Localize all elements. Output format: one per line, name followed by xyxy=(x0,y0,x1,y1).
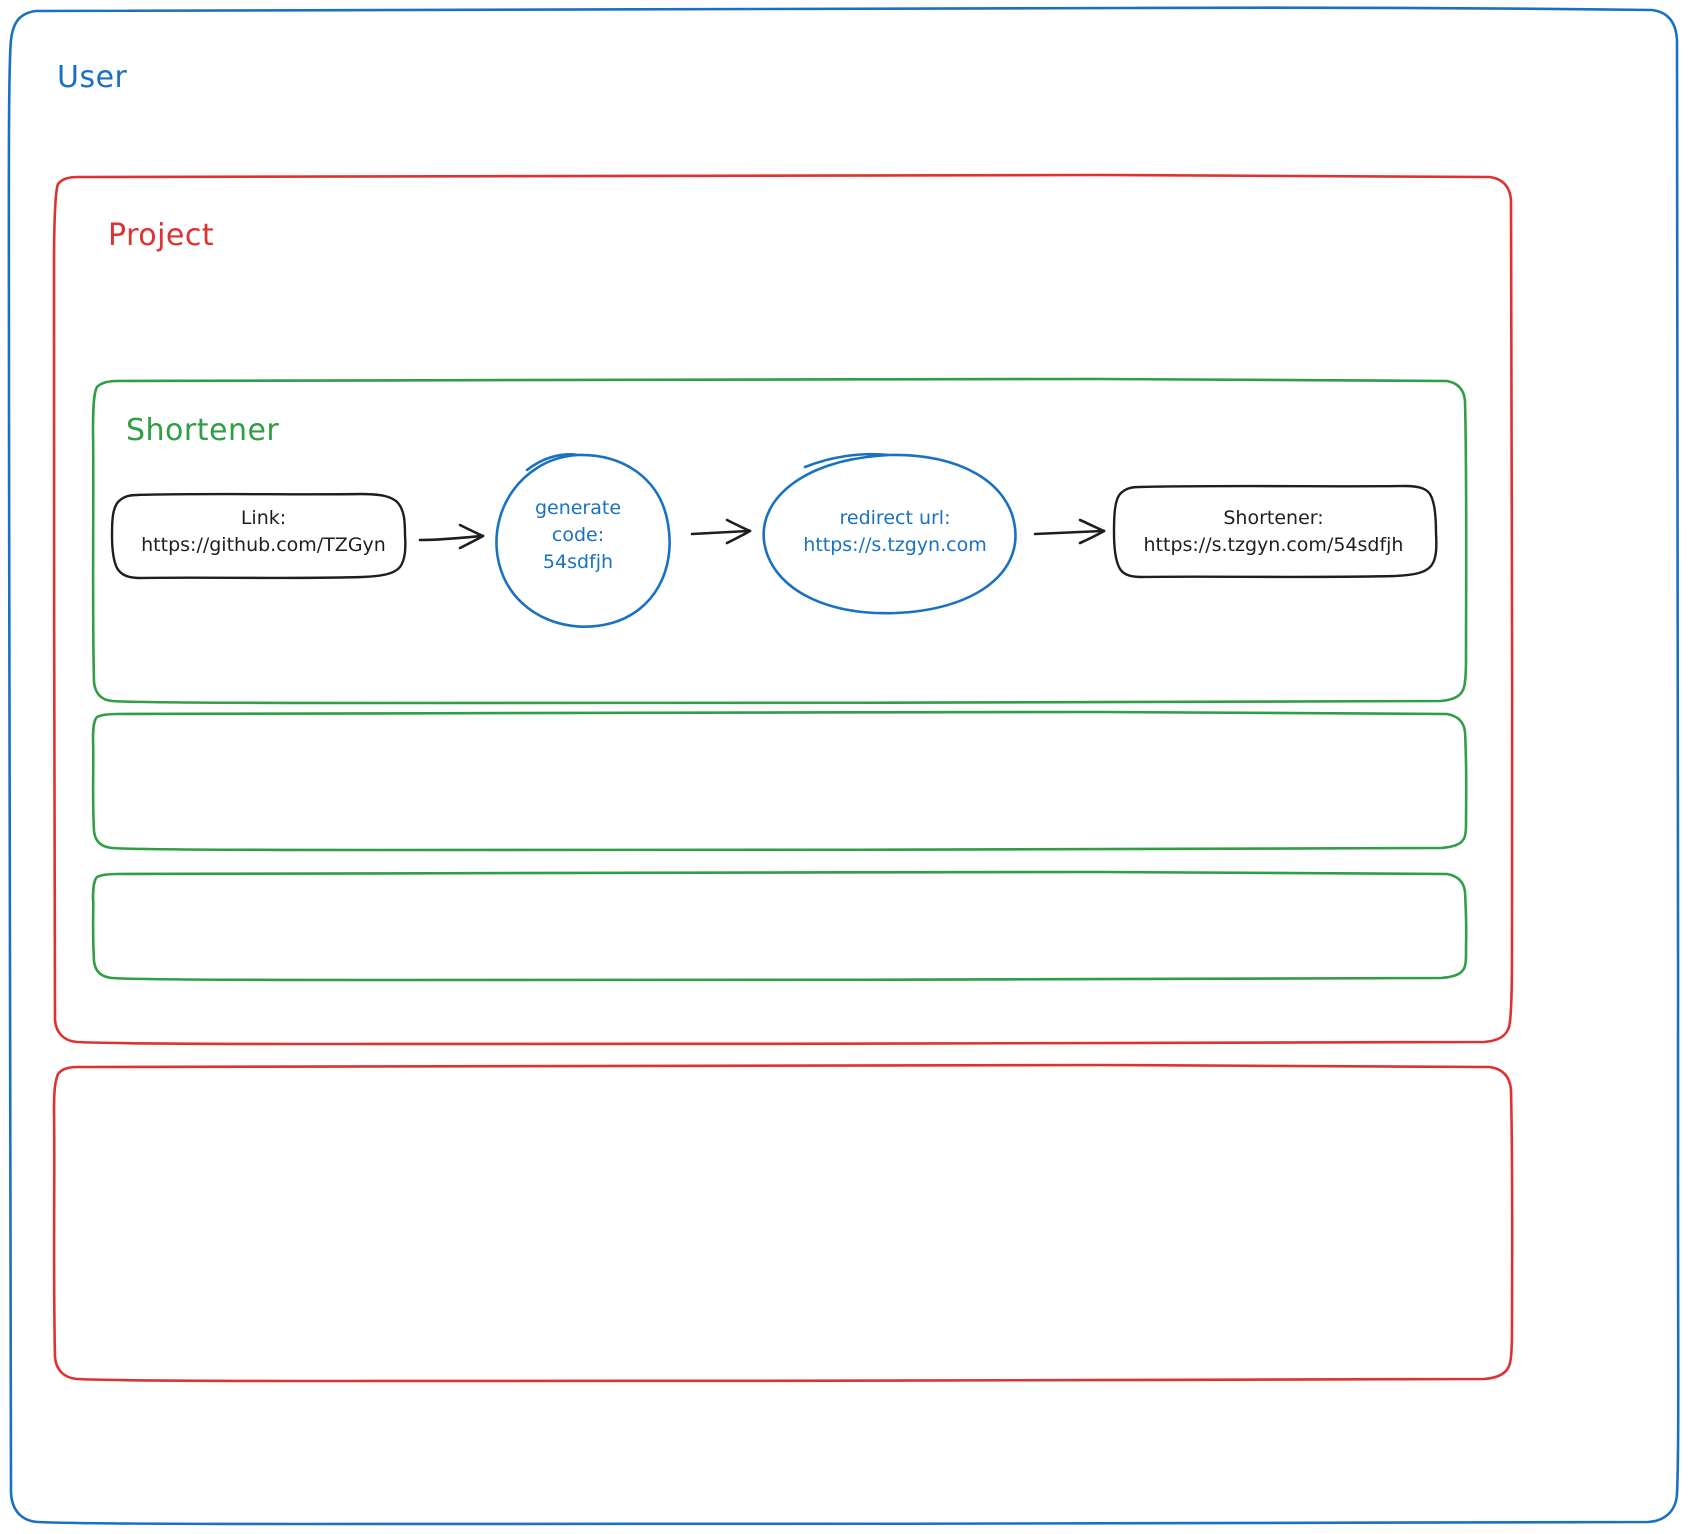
container-label-shortener: Shortener xyxy=(126,413,280,448)
node-output-line-1: Shortener: xyxy=(1223,507,1324,529)
container-user[interactable] xyxy=(7,6,1680,1526)
container-label-project: Project xyxy=(108,218,215,253)
node-generate-line-3: 54sdfjh xyxy=(542,551,614,573)
node-redirect-url[interactable] xyxy=(762,452,1017,615)
container-shortener[interactable] xyxy=(91,377,1468,705)
arrow-generate-to-redirect xyxy=(690,518,752,545)
node-shortener-output[interactable] xyxy=(1112,484,1438,579)
node-generate-code-text: generate code: 54sdfjh xyxy=(498,495,658,576)
node-link-line-2: https://github.com/TZGyn xyxy=(141,534,386,556)
node-generate-line-2: code: xyxy=(551,524,605,546)
node-redirect-url-text: redirect url: https://s.tzgyn.com xyxy=(775,505,1015,559)
arrow-redirect-to-output xyxy=(1033,518,1106,545)
node-generate-code[interactable] xyxy=(495,453,671,628)
node-redirect-line-2: https://s.tzgyn.com xyxy=(803,534,987,556)
container-service-2[interactable] xyxy=(91,710,1468,852)
node-output-line-2: https://s.tzgyn.com/54sdfjh xyxy=(1143,534,1404,556)
node-generate-line-1: generate xyxy=(534,497,622,519)
node-redirect-line-1: redirect url: xyxy=(839,507,951,529)
node-link-line-1: Link: xyxy=(240,507,287,529)
node-link-text: Link: https://github.com/TZGyn xyxy=(121,505,406,559)
node-shortener-output-text: Shortener: https://s.tzgyn.com/54sdfjh xyxy=(1117,505,1430,559)
container-service-3[interactable] xyxy=(91,870,1468,982)
container-project-1[interactable] xyxy=(52,173,1514,1046)
node-link[interactable] xyxy=(110,492,407,580)
container-project-2[interactable] xyxy=(52,1063,1514,1383)
arrow-link-to-generate xyxy=(418,523,485,550)
container-label-user: User xyxy=(57,60,128,95)
